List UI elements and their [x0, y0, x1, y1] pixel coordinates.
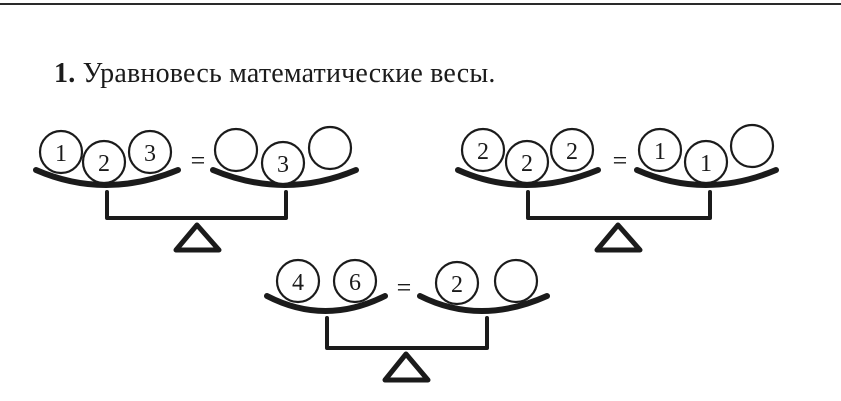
scale-3-right-pan — [417, 293, 550, 314]
weight-1-right-2-label: 3 — [277, 152, 289, 178]
weight-2-right-2-label: 1 — [700, 151, 712, 177]
weight-1-left-3-label: 3 — [144, 141, 156, 167]
scale-2-beam — [526, 190, 712, 220]
scale-2-equals-sign: = — [613, 146, 628, 175]
weight-2-right-1[interactable] — [637, 127, 683, 173]
weight-3-right-2[interactable] — [493, 258, 539, 304]
weight-3-right-1-label: 2 — [451, 272, 463, 298]
scale-3-left-pan — [264, 293, 388, 314]
balance-scale-2: 2 2 2 = 1 1 — [455, 123, 779, 253]
weight-1-left-2-label: 2 — [98, 151, 110, 177]
weight-2-left-3[interactable] — [549, 127, 595, 173]
weight-3-left-2-label: 6 — [349, 270, 361, 296]
scale-2-right-pan — [634, 167, 779, 188]
weight-1-left-2[interactable] — [81, 139, 127, 185]
balance-scale-1: 1 2 3 = 3 — [33, 125, 359, 253]
task-text: Уравновесь математические весы. — [82, 58, 496, 89]
weight-2-left-3-label: 2 — [566, 139, 578, 165]
task-heading: 1. Уравновесь математические весы. — [54, 58, 496, 90]
weight-2-left-2-label: 2 — [521, 151, 533, 177]
weight-1-left-1-label: 1 — [55, 141, 67, 167]
scale-2-left-pan — [455, 167, 601, 188]
weight-3-left-1-label: 4 — [292, 270, 304, 296]
scale-3-fulcrum — [382, 351, 431, 383]
weight-1-right-3[interactable] — [307, 125, 353, 171]
weight-1-left-3[interactable] — [127, 129, 173, 175]
weight-3-left-1[interactable] — [275, 258, 321, 304]
top-border-line — [0, 3, 841, 5]
weight-2-left-1[interactable] — [460, 127, 506, 173]
scale-3-equals-sign: = — [397, 273, 412, 302]
scale-1-left-pan — [33, 167, 181, 188]
weight-2-right-3[interactable] — [729, 123, 775, 169]
scale-1-fulcrum — [173, 222, 222, 253]
scale-3-beam — [325, 316, 489, 350]
scale-1-beam — [105, 190, 288, 220]
weight-1-left-1[interactable] — [38, 129, 84, 175]
scale-1-equals-sign: = — [191, 146, 206, 175]
balance-scale-3: 4 6 = 2 — [264, 258, 550, 383]
weight-2-right-2[interactable] — [683, 139, 729, 185]
weight-2-right-1-label: 1 — [654, 139, 666, 165]
weight-2-left-2[interactable] — [504, 139, 550, 185]
weight-2-left-1-label: 2 — [477, 139, 489, 165]
weight-3-right-1[interactable] — [434, 260, 480, 306]
weight-1-right-1[interactable] — [213, 127, 259, 173]
task-number: 1. — [54, 58, 76, 89]
weight-3-left-2[interactable] — [332, 258, 378, 304]
weight-1-right-2[interactable] — [260, 140, 306, 186]
scale-2-fulcrum — [594, 222, 643, 253]
